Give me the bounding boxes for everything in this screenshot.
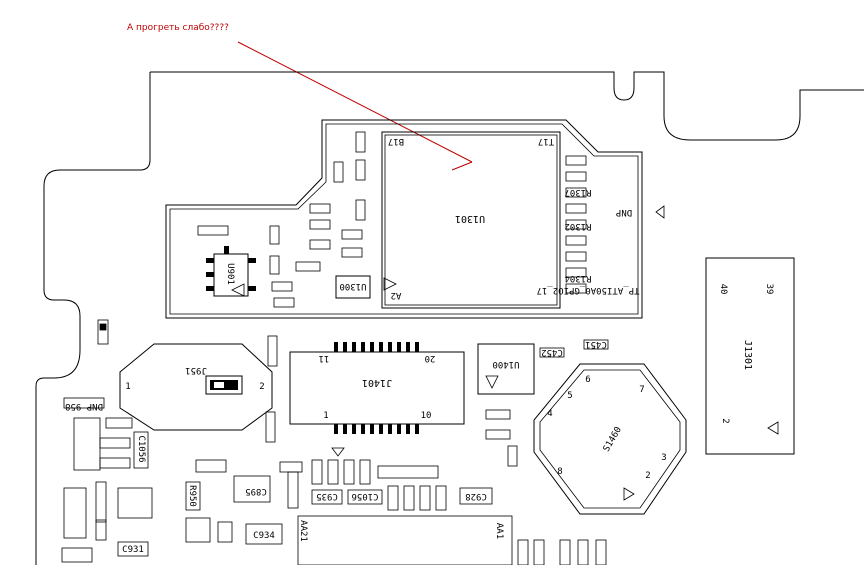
s1460-switch: S1460 7 6 5 4 8 2 3 — [533, 363, 687, 515]
s1460-pin8: 8 — [557, 467, 562, 477]
u1400-label: U1400 — [492, 359, 519, 369]
comp-c1312 — [273, 297, 295, 308]
u1400-chip: U1400 — [477, 343, 535, 395]
j951-label: J951 — [185, 365, 207, 375]
c931-label: C931 — [122, 545, 144, 555]
c935-label: C935 — [316, 491, 338, 501]
comp-c447 — [271, 281, 293, 292]
c1056b-label: C1056 — [351, 491, 378, 501]
c928-label: C928 — [465, 491, 487, 501]
c451-label: C451 — [585, 339, 607, 349]
aa21-label: AA21 — [298, 520, 308, 542]
j951-pin1: 1 — [125, 382, 130, 392]
s1460-pin6: 6 — [585, 375, 590, 385]
j1401-pin20: 20 — [425, 353, 436, 363]
j1401-label: J1401 — [362, 377, 392, 388]
r950-label: R950 — [187, 485, 197, 507]
u1301-label: U1301 — [455, 213, 485, 224]
comp-c451 — [583, 339, 609, 350]
s1460-pin4: 4 — [547, 409, 552, 419]
c1056-label: C1056 — [136, 435, 146, 462]
j1301-pin39: 39 — [764, 284, 774, 295]
u901-label: U901 — [225, 263, 235, 285]
comp-c452 — [539, 347, 565, 358]
s1460-label: S1460 — [602, 425, 624, 453]
module-inner — [169, 123, 639, 315]
b17-label: B17 — [388, 136, 404, 146]
annotation-text: А прогреть слабо???? — [127, 23, 229, 33]
r1302-label: R1302 — [564, 221, 591, 231]
u901-chip: U901 — [206, 246, 256, 297]
tp-label: TP_ATI50A0_GPIO2_17 — [537, 285, 640, 295]
j951-pin2: 2 — [259, 382, 264, 392]
c895-label: C895 — [245, 486, 267, 496]
a2-label: A2 — [391, 290, 402, 300]
dnp-label: DNP — [615, 207, 632, 217]
j1401-pin11: 11 — [319, 353, 330, 363]
triangle-marker — [655, 205, 665, 219]
c452-label: C452 — [541, 347, 563, 357]
u1300-label: U1300 — [339, 281, 366, 291]
cap-column-right — [565, 155, 587, 294]
j1401-pin10: 10 — [421, 411, 432, 421]
comp-c1310 — [197, 225, 229, 236]
comp-c1308 — [295, 261, 321, 272]
comp-c446 — [269, 255, 280, 275]
module-outline — [165, 119, 643, 319]
j1301-pin40: 40 — [718, 284, 728, 295]
dnp958-label: DNP 958 — [65, 401, 103, 411]
aa1-label: AA1 — [494, 523, 504, 539]
s1460-pin2: 2 — [645, 471, 650, 481]
j1301-connector: J1301 40 39 2 — [705, 257, 795, 455]
s1460-pin7: 7 — [639, 385, 644, 395]
left-components — [61, 319, 153, 563]
j951-battery: J951 1 2 — [119, 343, 273, 431]
j1301-pin2: 2 — [720, 418, 730, 423]
comp-c453 — [485, 409, 511, 420]
annotation-arrow — [237, 41, 473, 171]
u1301-chip: U1301 B17 T17 A2 — [381, 131, 561, 309]
comp-c458 — [267, 335, 278, 367]
j1401-connector: J1401 11 20 1 10 — [289, 342, 465, 434]
r1307-label: R1307 — [564, 187, 591, 197]
u1300-chip: U1300 — [335, 275, 371, 299]
board-outline — [35, 71, 864, 565]
comp-c430 — [265, 411, 276, 443]
comp-c445 — [269, 225, 280, 245]
s1460-pin5: 5 — [567, 391, 572, 401]
s1460-pin3: 3 — [661, 453, 666, 463]
t17-label: T17 — [538, 136, 554, 146]
comp-c454 — [485, 429, 511, 440]
comp-c455 — [507, 445, 518, 467]
c934-label: C934 — [253, 531, 275, 541]
r1304-label: R1304 — [564, 273, 591, 283]
j1301-label: J1301 — [742, 340, 753, 370]
cap-column-left — [309, 131, 366, 258]
bottom-components — [185, 459, 607, 565]
triangle-marker-2 — [331, 447, 345, 457]
j1401-pin1: 1 — [323, 411, 328, 421]
